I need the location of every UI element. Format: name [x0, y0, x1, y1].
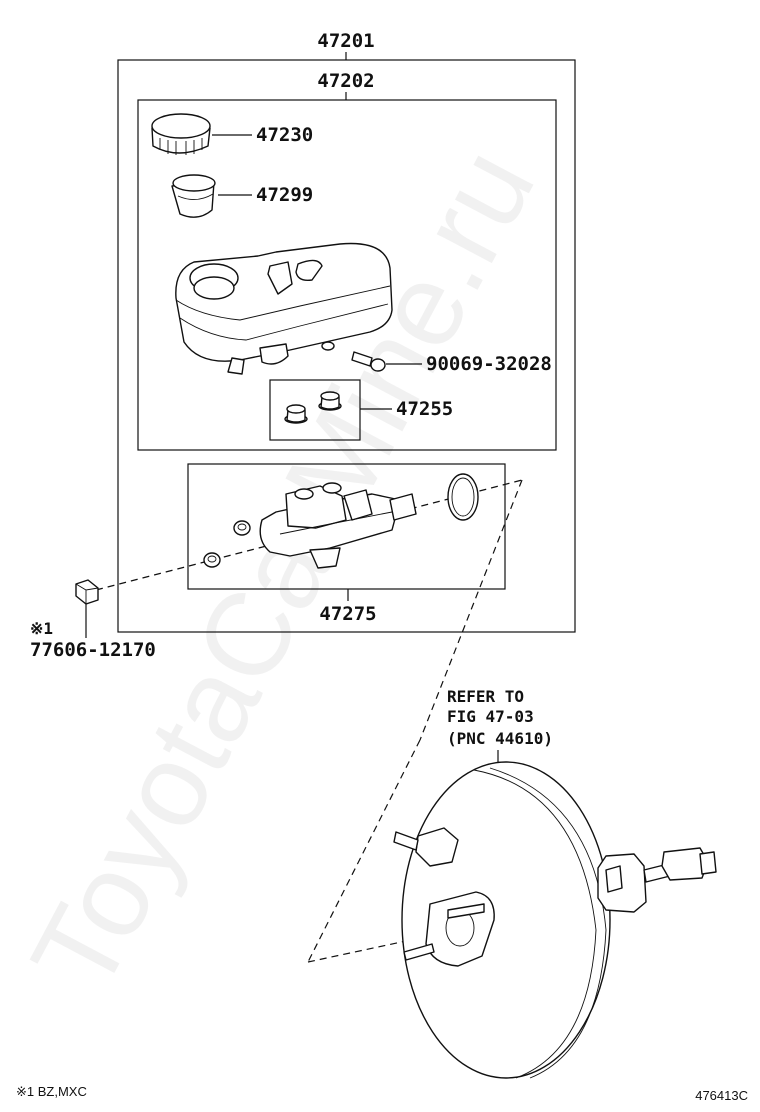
- part-47230-label[interactable]: 47230: [256, 124, 313, 146]
- plug-lower-icon[interactable]: [203, 552, 221, 568]
- part-47255-label[interactable]: 47255: [396, 398, 453, 420]
- master-cylinder-icon[interactable]: [259, 482, 417, 569]
- booster-mount-line-upper: [419, 479, 523, 741]
- reservoir-cap-icon[interactable]: [151, 113, 211, 155]
- strainer-icon[interactable]: [171, 174, 216, 218]
- booster-note-line3: (PNC 44610): [447, 729, 553, 748]
- part-47299-label[interactable]: 47299: [256, 184, 313, 206]
- grommet-frame: [269, 379, 361, 441]
- part-47202-label[interactable]: 47202: [317, 70, 374, 92]
- booster-mount-line-mid: [307, 739, 421, 963]
- plug-upper-icon[interactable]: [233, 520, 251, 536]
- grommet-icon[interactable]: [284, 391, 342, 424]
- figure-id: 476413C: [695, 1088, 748, 1103]
- nut-icon[interactable]: [75, 579, 99, 605]
- o-ring-icon[interactable]: [447, 473, 479, 521]
- cylinder-frame: [187, 463, 506, 590]
- part-77606-12170-label[interactable]: 77606-12170: [30, 639, 156, 661]
- reservoir-frame: [137, 99, 557, 451]
- nut-marker: ※1: [30, 619, 53, 638]
- reservoir-tank-icon[interactable]: [175, 242, 393, 375]
- part-90069-32028-label[interactable]: 90069-32028: [426, 353, 552, 375]
- part-47201-label[interactable]: 47201: [317, 30, 374, 52]
- brake-booster-icon[interactable]: [393, 761, 717, 1079]
- booster-note-line1: REFER TO: [447, 687, 524, 706]
- bolt-icon[interactable]: [351, 351, 386, 372]
- part-47275-label[interactable]: 47275: [319, 603, 376, 625]
- booster-note-line2: FIG 47-03: [447, 707, 534, 726]
- footnote: ※1 BZ,MXC: [16, 1084, 87, 1099]
